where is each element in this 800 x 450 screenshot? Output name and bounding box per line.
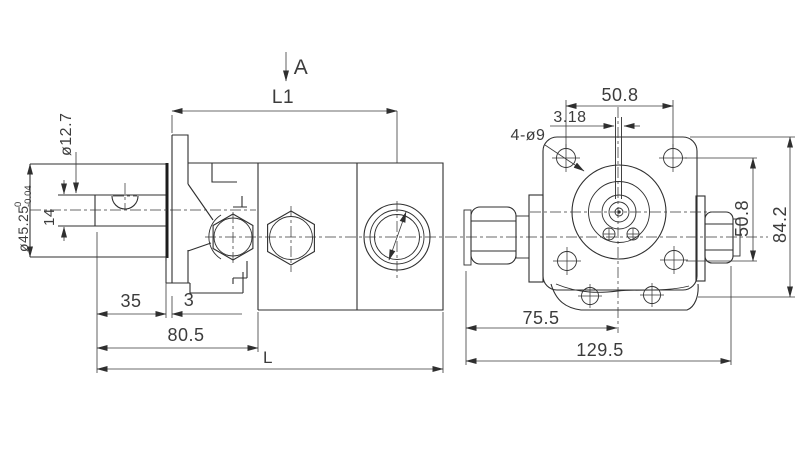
inlet-fitting [463,194,544,283]
label-shaft-protrusion: 35 [120,291,141,311]
bracket-hole-ticks [578,283,664,308]
outlet-end-cap [732,218,741,257]
end-view-extension-lines [465,100,795,365]
label-pilot-tol-lower: -0.04 [23,185,34,207]
hex-plug-2-hexagon [267,210,315,266]
label-body-length: 80.5 [167,325,204,345]
label-flange-height: 84.2 [770,206,790,243]
label-mounting-holes: 4-ø9 [511,127,546,144]
dowel-ticks [603,228,639,240]
label-shaft-key-diameter: ø12.7 [58,113,75,156]
outlet-hex-nut [704,211,734,264]
outlet-hex-facets [705,223,733,251]
end-view-centerlines [446,107,768,333]
label-keyway-height: 14 [41,208,58,226]
label-bolt-spacing-side: 50.8 [732,200,752,237]
label-slot-width: 3.18 [553,109,586,126]
label-pilot-diameter: ø45.25 [15,205,31,252]
inlet-end-washer [463,209,472,266]
inlet-port-plate [528,194,544,283]
label-flange-step: 3 [184,290,195,310]
label-pilot-diameter-group: ø45.25 0 -0.04 [13,185,34,252]
bottom-bracket-web [555,283,690,293]
key-slot-lines [615,117,622,199]
label-bolt-spacing-top: 50.8 [601,85,638,105]
drive-shaft-outline [58,194,166,227]
mount-hole-center-ticks [552,144,688,275]
side-view-extension-lines [96,111,444,373]
label-inlet-center: 75.5 [522,308,559,328]
round-port-thread-mark [388,211,407,261]
side-view: ø12.7 ø45.25 0 -0.04 14 35 3 80.5 L L1 A [13,52,446,373]
label-overall-length: L [263,348,273,367]
shaft-circle [608,201,630,223]
end-view: 50.8 3.18 4-ø9 50.8 84.2 75.5 129.5 [446,85,795,365]
label-section-a: A [294,56,309,79]
flange-and-body-outline [165,134,444,311]
dim-mount-holes-leader [544,144,585,172]
side-view-centerlines [30,183,446,281]
label-pilot-tol-upper: 0 [13,202,24,207]
shaft-boss [571,117,667,260]
outlet-fitting [695,195,741,282]
label-overall-width: 129.5 [576,340,624,360]
boss-mid-circle [588,181,650,243]
inlet-hex-facets [471,220,516,252]
label-port-distance: L1 [272,87,294,108]
inlet-hex-nut [470,206,517,265]
bottom-bracket-outline [550,283,699,311]
